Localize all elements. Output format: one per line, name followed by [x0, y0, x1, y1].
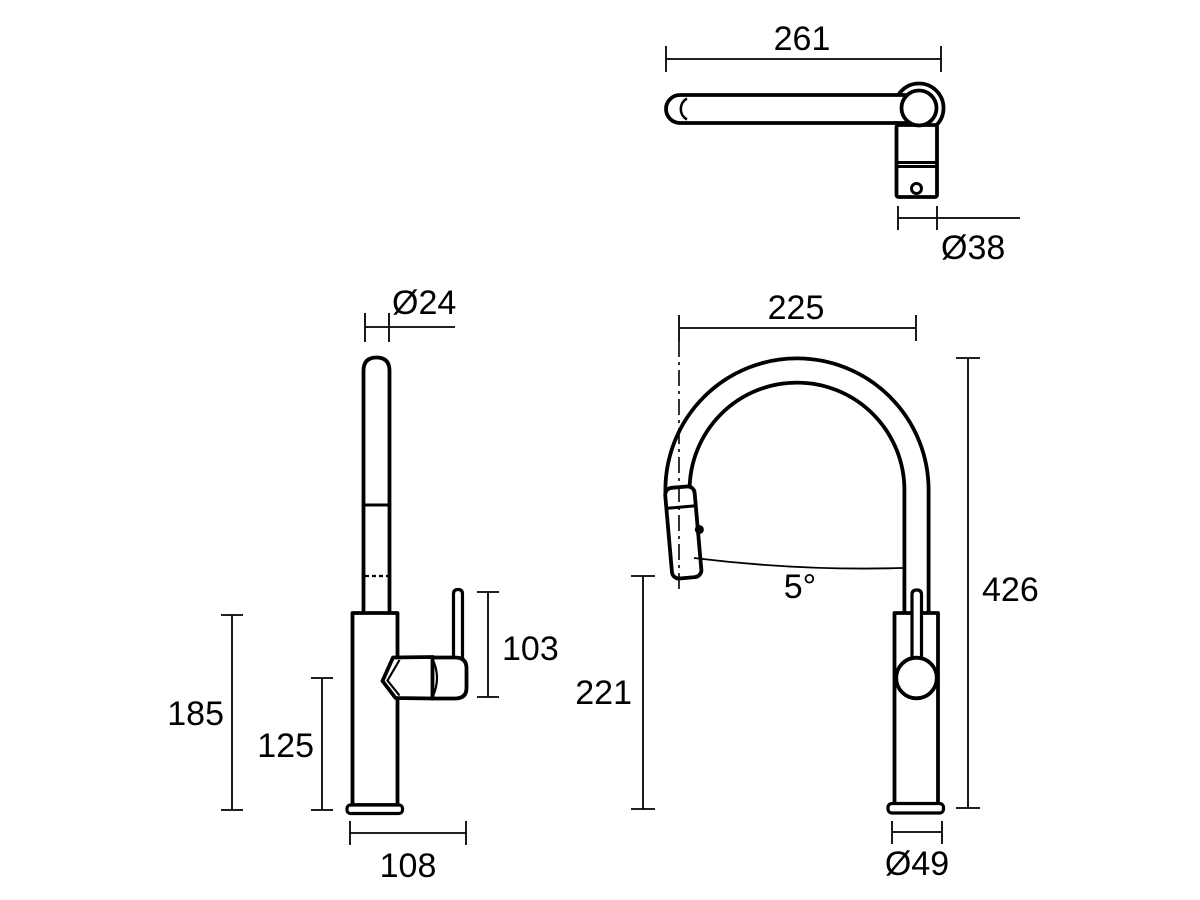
base-flange-side	[345, 803, 405, 816]
spout-tube-plan	[664, 93, 921, 125]
top-view: 261 Ø38	[664, 20, 1020, 267]
spout-tip-inner-arc	[679, 97, 688, 121]
gooseneck-spout-fill	[667, 360, 927, 613]
handle-body-side	[430, 655, 469, 701]
dim-103: 103	[477, 591, 559, 698]
fixing-hole	[910, 182, 923, 195]
dim-108: 108	[349, 821, 467, 885]
dim-185-label: 185	[167, 695, 224, 733]
wedge-inner-contour	[386, 659, 401, 697]
dim-103-label: 103	[502, 630, 559, 668]
dim-38-label: Ø38	[941, 229, 1005, 267]
dim-221-label: 221	[575, 674, 632, 712]
dim-426-label: 426	[982, 571, 1039, 609]
base-flange-front	[886, 801, 946, 815]
dim-125-label: 125	[257, 727, 314, 765]
dim-49: Ø49	[885, 821, 949, 883]
spout-tube-side	[361, 355, 392, 613]
dim-5deg-label: 5°	[784, 568, 817, 606]
dim-24: Ø24	[364, 284, 456, 342]
handle-lever-front	[910, 588, 924, 662]
dim-108-label: 108	[380, 847, 437, 885]
spray-button	[694, 525, 704, 535]
dim-49-label: Ø49	[885, 845, 949, 883]
handle-joint-front	[894, 655, 939, 701]
swivel-joint-inner-circle	[899, 88, 939, 128]
dim-38: Ø38	[897, 206, 1020, 267]
dim-261-label: 261	[774, 20, 831, 58]
dim-426: 426	[956, 357, 1039, 809]
handle-joint-curve	[431, 658, 439, 698]
dim-261: 261	[665, 20, 942, 72]
mixer-body-side	[350, 611, 400, 807]
spray-head-collar-line	[666, 504, 696, 510]
handle-lever-side	[451, 587, 465, 660]
dim-185: 185	[167, 614, 243, 811]
dim-225-label: 225	[768, 289, 825, 327]
dim-225: 225	[678, 289, 917, 341]
dim-24-label: Ø24	[392, 284, 456, 322]
tilt-arc-line	[693, 557, 904, 570]
side-view: Ø24 185 125 103 108	[167, 284, 558, 885]
dim-221: 221	[575, 575, 655, 810]
spray-head	[663, 484, 704, 581]
dim-125: 125	[257, 677, 333, 811]
front-view: 5° 225 426 221 Ø49	[575, 289, 1038, 883]
